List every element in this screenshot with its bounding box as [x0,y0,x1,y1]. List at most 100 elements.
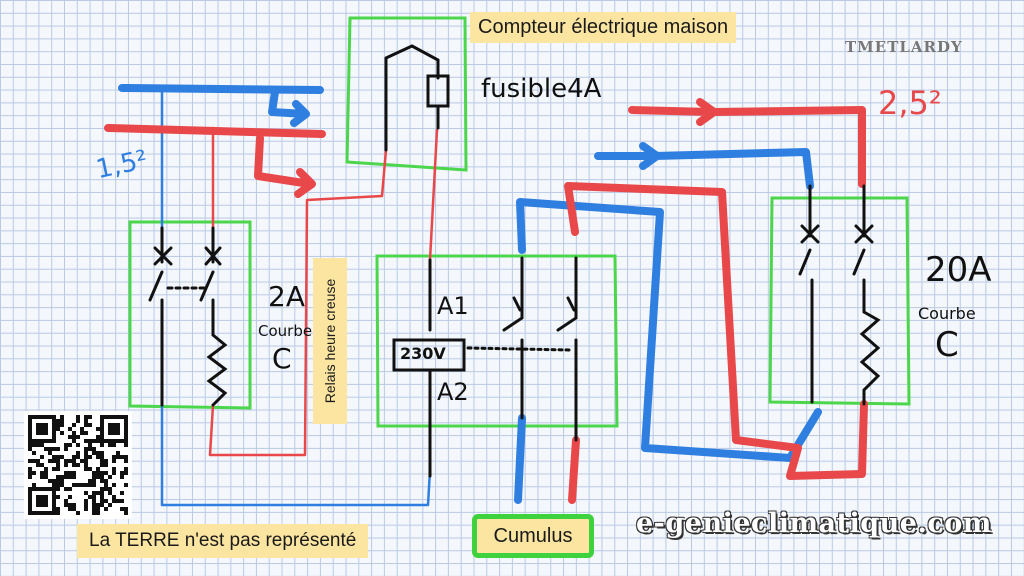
qr-module [40,427,44,431]
breaker-20a-symbol [798,184,881,406]
qr-module [76,443,80,447]
qr-module [68,487,72,491]
qr-module [92,491,96,495]
qr-module [104,471,108,475]
qr-module [40,487,44,491]
qr-module [96,427,100,431]
qr-module [56,487,60,491]
qr-module [36,499,40,503]
brand-logo-text: e-genieclimatique.com [636,508,992,539]
qr-module [108,443,112,447]
qr-module [100,479,104,483]
qr-module [92,511,96,515]
contactor-coil-wire [428,128,439,262]
breaker-left-curve: C [272,342,292,375]
qr-module [60,431,64,435]
qr-module [60,483,64,487]
qr-module [116,427,120,431]
fuse-frame [345,16,468,172]
section-right-label: 2,5² [878,84,942,122]
qr-module [56,467,60,471]
qr-module [52,511,56,515]
qr-module [100,455,104,459]
qr-module [120,507,124,511]
qr-module [64,499,68,503]
qr-module [28,499,32,503]
phase-supply-arrow [254,134,316,198]
qr-module [28,435,32,439]
qr-module [44,475,48,479]
qr-module [92,479,96,483]
qr-module [80,459,84,463]
qr-module [72,503,76,507]
qr-module [36,431,40,435]
qr-module [44,499,48,503]
qr-code [24,411,132,519]
qr-module [92,483,96,487]
qr-module [36,495,40,499]
qr-module [96,451,100,455]
qr-module [100,487,104,491]
qr-module [64,447,68,451]
qr-module [108,431,112,435]
qr-module [28,447,32,451]
qr-module [52,447,56,451]
contactor-frame [375,254,619,428]
qr-module [52,503,56,507]
qr-module [88,455,92,459]
qr-module [108,475,112,479]
qr-module [108,427,112,431]
qr-module [100,419,104,423]
qr-module [116,451,120,455]
qr-module [92,507,96,511]
qr-module [124,427,128,431]
qr-module [124,459,128,463]
qr-module [28,475,32,479]
qr-module [120,439,124,443]
breaker-right-curve: C [935,325,959,365]
qr-module [28,459,32,463]
qr-module [40,463,44,467]
neutral-supply-bar [118,84,324,94]
qr-module [96,511,100,515]
qr-module [68,471,72,475]
qr-module [124,435,128,439]
qr-module [40,499,44,503]
qr-module [36,503,40,507]
qr-module [84,503,88,507]
qr-module [52,495,56,499]
qr-module [72,463,76,467]
relais-heure-creuse-text: Relais heure creuse [322,278,338,404]
qr-module [56,475,60,479]
qr-module [104,483,108,487]
qr-module [112,443,116,447]
qr-module [48,439,52,443]
qr-module [48,447,52,451]
qr-module [76,463,80,467]
qr-module [92,499,96,503]
qr-module [72,435,76,439]
qr-module [28,467,32,471]
qr-module [36,511,40,515]
qr-module [40,415,44,419]
qr-module [84,447,88,451]
neutral-cumulus-cable [514,414,526,504]
qr-module [36,487,40,491]
qr-module [36,459,40,463]
qr-module [84,431,88,435]
qr-module [44,423,48,427]
qr-module [44,431,48,435]
fuse-symbol [384,44,450,152]
thin-wires [160,86,439,507]
qr-module [92,495,96,499]
qr-module [112,439,116,443]
qr-module [116,431,120,435]
qr-module [104,499,108,503]
qr-module [32,471,36,475]
qr-module [124,455,128,459]
qr-module [32,415,36,419]
qr-module [28,487,32,491]
qr-module [52,479,56,483]
qr-module [120,491,124,495]
qr-module [88,479,92,483]
